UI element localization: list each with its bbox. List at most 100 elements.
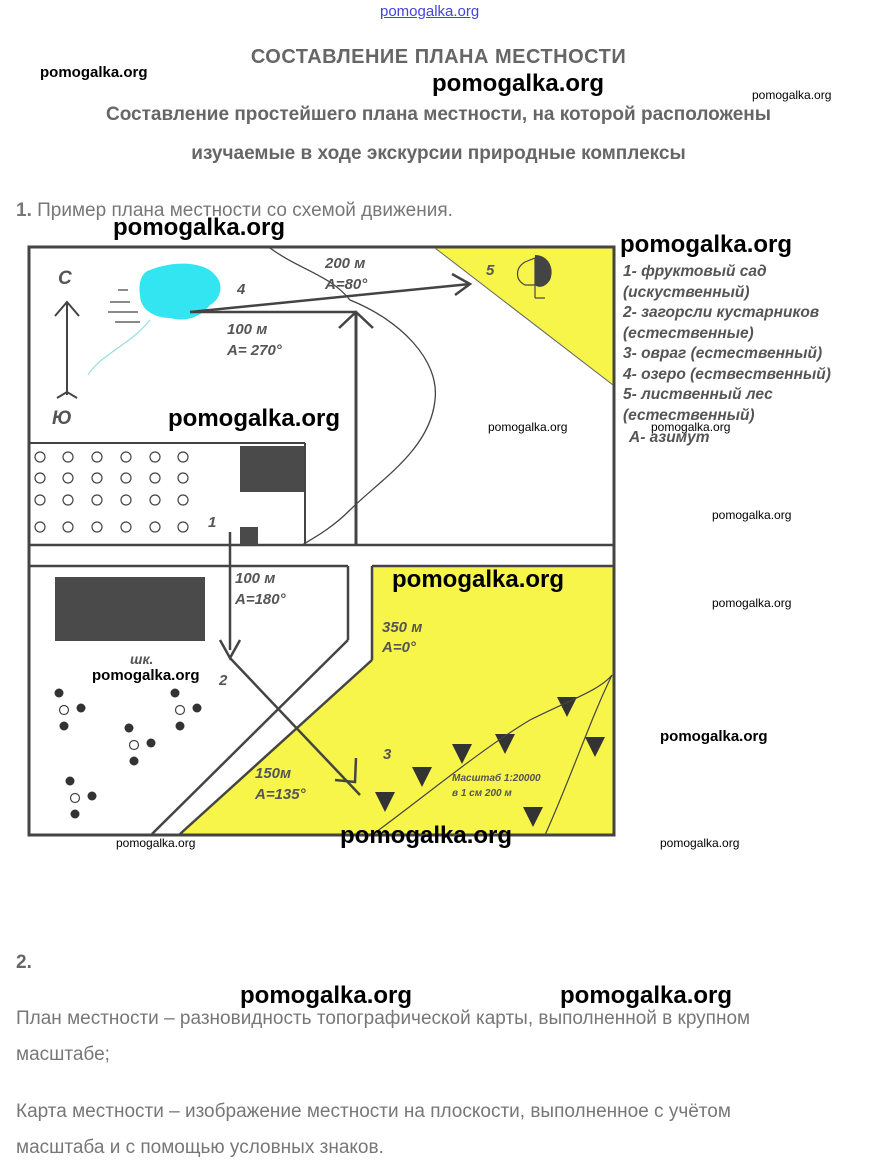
watermark: pomogalka.org (40, 64, 148, 81)
orchard-tree-icon (34, 494, 46, 506)
shrub-symbols (54, 688, 202, 819)
subtitle-line-1: Составление простейшего плана местности,… (105, 104, 772, 125)
orchard-tree-icon (34, 472, 46, 484)
watermark: pomogalka.org (340, 822, 513, 849)
watermark: pomogalka.org (560, 982, 733, 1009)
shrub-icon (69, 792, 81, 804)
shrub-icon (70, 809, 80, 819)
route-5-distance: 350 м (382, 619, 422, 636)
header-link[interactable]: pomogalka.org (380, 3, 480, 20)
orchard-tree-icon (34, 451, 46, 463)
watermark: pomogalka.org (113, 214, 286, 241)
map-frame (27, 245, 616, 837)
route-1-distance: 100 м (227, 321, 267, 338)
legend-item: (естественный) (623, 406, 755, 424)
watermark: pomogalka.org (240, 982, 413, 1009)
watermark: pomogalka.org (92, 667, 200, 684)
orchard-tree-icon (62, 472, 74, 484)
orchard-tree-icon (91, 472, 103, 484)
shrub-icon (174, 704, 186, 716)
watermark: pomogalka.org (168, 405, 341, 432)
orchard-tree-icon (62, 521, 74, 533)
route-3-distance: 100 м (235, 570, 275, 587)
building (240, 446, 304, 492)
shrub-icon (146, 738, 156, 748)
deciduous-tree-icon (516, 255, 552, 299)
watermark: pomogalka.org (712, 508, 792, 522)
definition-2-line-2: масштаба и с помощью условных знаков. (16, 1137, 384, 1158)
legend-item: 2- загорсли кустарников (623, 304, 820, 321)
definition-2-line-1: Карта местности – изображение местности … (16, 1101, 731, 1122)
stream (269, 247, 437, 546)
label-1: 1 (208, 514, 216, 531)
section-number: 1. (16, 200, 32, 221)
watermark: pomogalka.org (488, 420, 568, 434)
shrub-icon (54, 688, 64, 698)
orchard-tree-icon (149, 451, 161, 463)
route-5-azimuth: А=0° (381, 639, 417, 656)
ravine-slope-icon (375, 792, 395, 812)
label-5: 5 (486, 262, 495, 279)
shrub-icon (170, 688, 180, 698)
route-2-distance: 200 м (324, 255, 365, 272)
orchard-tree-icon (149, 472, 161, 484)
orchard-tree-icon (149, 521, 161, 533)
shrub-icon (58, 704, 70, 716)
building (240, 527, 258, 545)
orchard-tree-icon (34, 521, 46, 533)
section-2-number: 2. (16, 952, 32, 973)
orchard-tree-icon (120, 494, 132, 506)
definition-1-line-1: План местности – разновидность топографи… (16, 1008, 751, 1029)
orchard-tree-icon (177, 521, 189, 533)
orchard-tree-icon (177, 451, 189, 463)
north-label: С (58, 268, 72, 289)
shrub-icon (129, 756, 139, 766)
orchard-tree-icon (120, 451, 132, 463)
legend-item: 5- лиственный лес (623, 386, 773, 403)
orchard-tree-icon (91, 494, 103, 506)
ravine-area (180, 565, 613, 834)
shrub-icon (124, 723, 134, 733)
legend-item: (естественные) (623, 324, 754, 342)
lake-icon (139, 263, 221, 320)
orchard-tree-icon (91, 451, 103, 463)
school-building (55, 577, 205, 641)
ravine-slope-icon (452, 744, 472, 764)
route-path (189, 272, 473, 796)
watermark: pomogalka.org (660, 728, 768, 745)
watermark: pomogalka.org (432, 70, 605, 97)
label-3: 3 (383, 746, 392, 763)
watermark: pomogalka.org (116, 836, 196, 850)
school-label: шк. (130, 651, 153, 667)
orchard-tree-icon (120, 521, 132, 533)
section-1-heading: 1. Пример плана местности со схемой движ… (16, 200, 453, 222)
page-title: СОСТАВЛЕНИЕ ПЛАНА МЕСТНОСТИ (250, 46, 627, 68)
ravine-slope-icon (557, 697, 577, 717)
ravine-slope-icon (523, 807, 543, 827)
scale-detail: в 1 см 200 м (452, 788, 512, 799)
route-1-azimuth: А= 270° (226, 342, 283, 359)
orchard-tree-icon (62, 451, 74, 463)
south-label: Ю (52, 408, 72, 429)
legend-item: 4- озеро (ествественный) (623, 365, 831, 383)
orchard-tree-icon (91, 521, 103, 533)
compass-arrow-icon (54, 300, 80, 399)
ravine-slope-icon (412, 767, 432, 787)
legend-item: (искуственный) (623, 283, 750, 301)
marsh-icon (108, 289, 140, 323)
shrub-icon (87, 791, 97, 801)
shrub-icon (76, 703, 86, 713)
legend-item: 3- овраг (естественный) (623, 345, 823, 362)
shrub-icon (59, 721, 69, 731)
legend-item: 1- фруктовый сад (623, 263, 767, 280)
shrub-icon (128, 739, 140, 751)
orchard-trees (34, 451, 189, 533)
scale-label: Масштаб 1:20000 (452, 772, 541, 784)
route-3-azimuth: А=180° (234, 591, 287, 608)
ravine-slope-icon (585, 737, 605, 757)
route-2-azimuth: А=80° (324, 276, 368, 293)
legend-item: А- азимут (629, 429, 710, 446)
shrub-icon (65, 776, 75, 786)
label-4: 4 (236, 281, 246, 298)
